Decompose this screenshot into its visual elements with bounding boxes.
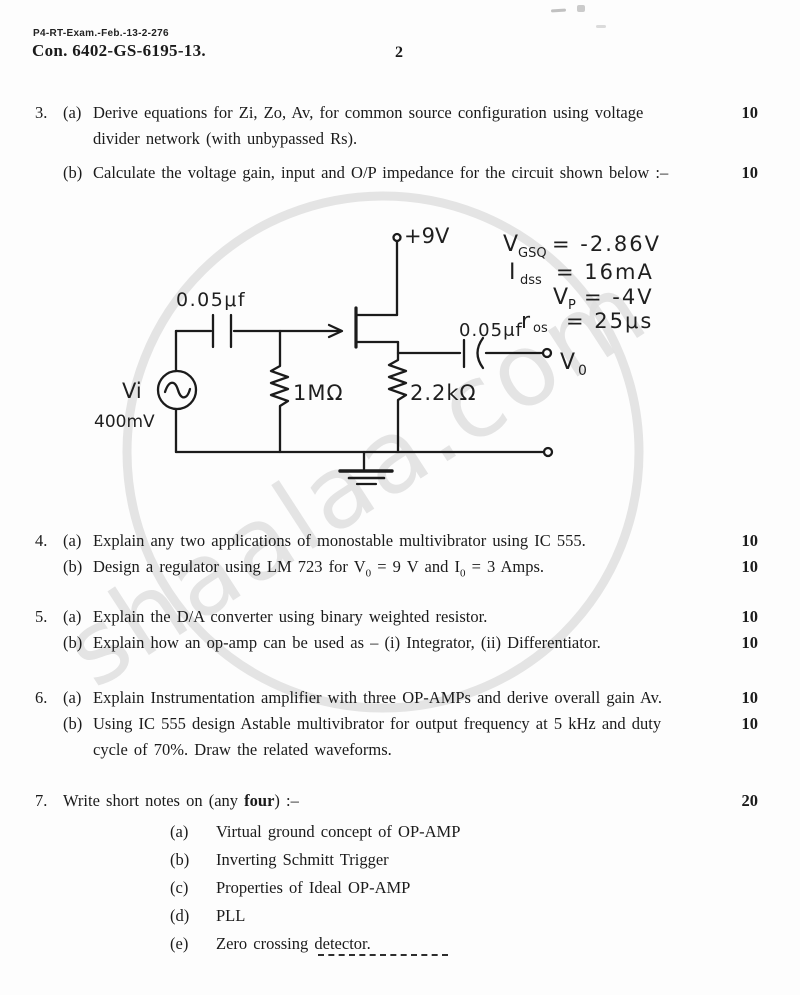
part-label: (a) xyxy=(63,688,82,707)
question-4a: 4. (a) Explain any two applications of m… xyxy=(35,528,758,554)
question-number: 5. xyxy=(35,607,48,626)
question-6b-line2: cycle of 70%. Draw the related waveforms… xyxy=(35,737,758,763)
end-dashes xyxy=(318,954,448,956)
question-number: 6. xyxy=(35,688,48,707)
page-number: 2 xyxy=(395,44,403,61)
scan-artifact xyxy=(577,5,585,12)
item-label: (b) xyxy=(170,850,190,869)
subscript: 0 xyxy=(365,567,372,580)
part-label: (b) xyxy=(63,714,83,733)
question-3a-line1: 3. (a) Derive equations for Zi, Zo, Av, … xyxy=(35,100,758,126)
scan-artifact xyxy=(596,25,606,28)
question-3: 3. (a) Derive equations for Zi, Zo, Av, … xyxy=(35,100,758,186)
text-segment-bold: four xyxy=(244,791,275,810)
item-label: (c) xyxy=(170,878,189,897)
question-5: 5. (a) Explain the D/A converter using b… xyxy=(35,604,758,656)
note-item-a: (a) Virtual ground concept of OP-AMP xyxy=(170,818,758,846)
question-3b: (b) Calculate the voltage gain, input an… xyxy=(35,160,758,186)
marks-value: 10 xyxy=(741,163,759,182)
item-text: Zero crossing detector. xyxy=(216,934,371,953)
question-text: Write short notes on (any four) :– xyxy=(63,788,299,814)
question-text: Derive equations for Zi, Zo, Av, for com… xyxy=(93,103,644,122)
watermark-circle xyxy=(122,191,644,713)
question-number: 7. xyxy=(35,791,48,810)
question-5b: (b) Explain how an op-amp can be used as… xyxy=(35,630,758,656)
part-label: (a) xyxy=(63,531,82,550)
text-segment: = 9 V and I xyxy=(371,557,460,576)
note-item-c: (c) Properties of Ideal OP-AMP xyxy=(170,874,758,902)
question-6a: 6. (a) Explain Instrumentation amplifier… xyxy=(35,685,758,711)
item-text: Virtual ground concept of OP-AMP xyxy=(216,822,461,841)
question-text: Explain how an op-amp can be used as – (… xyxy=(93,633,601,652)
question-text: Calculate the voltage gain, input and O/… xyxy=(93,163,669,182)
question-7: 7. Write short notes on (any four) :– 20… xyxy=(35,788,758,958)
part-label: (a) xyxy=(63,607,82,626)
question-text: Design a regulator using LM 723 for V0 =… xyxy=(93,554,544,586)
part-label: (b) xyxy=(63,557,83,576)
question-6: 6. (a) Explain Instrumentation amplifier… xyxy=(35,685,758,763)
question-4: 4. (a) Explain any two applications of m… xyxy=(35,528,758,586)
item-text: Properties of Ideal OP-AMP xyxy=(216,878,411,897)
item-label: (e) xyxy=(170,934,189,953)
marks-value: 10 xyxy=(741,688,759,707)
item-label: (a) xyxy=(170,822,189,841)
question-text: Explain Instrumentation amplifier with t… xyxy=(93,688,662,707)
question-4b: (b) Design a regulator using LM 723 for … xyxy=(35,554,758,586)
question-text: Explain any two applications of monostab… xyxy=(93,531,586,550)
question-text: Using IC 555 design Astable multivibrato… xyxy=(93,714,662,733)
text-segment: Write short notes on (any xyxy=(63,791,245,810)
text-segment: = 3 Amps. xyxy=(465,557,545,576)
text-segment: ) :– xyxy=(274,791,299,810)
exam-code: P4-RT-Exam.-Feb.-13-2-276 xyxy=(33,28,169,39)
marks-value: 20 xyxy=(741,791,759,810)
note-item-e: (e) Zero crossing detector. xyxy=(170,930,758,958)
question-text: cycle of 70%. Draw the related waveforms… xyxy=(93,740,392,759)
marks-value: 10 xyxy=(741,557,759,576)
subscript: 0 xyxy=(459,567,466,580)
con-number: Con. 6402-GS-6195-13. xyxy=(32,41,206,60)
question-5a: 5. (a) Explain the D/A converter using b… xyxy=(35,604,758,630)
marks-value: 10 xyxy=(741,607,759,626)
marks-value: 10 xyxy=(741,531,759,550)
item-text: PLL xyxy=(216,906,246,925)
part-label: (a) xyxy=(63,103,82,122)
question-text: Explain the D/A converter using binary w… xyxy=(93,607,488,626)
question-number: 3. xyxy=(35,103,48,122)
note-item-d: (d) PLL xyxy=(170,902,758,930)
question-6b-line1: (b) Using IC 555 design Astable multivib… xyxy=(35,711,758,737)
question-number: 4. xyxy=(35,531,48,550)
marks-value: 10 xyxy=(741,633,759,652)
part-label: (b) xyxy=(63,633,83,652)
part-label: (b) xyxy=(63,163,83,182)
marks-value: 10 xyxy=(741,103,759,122)
question-text: divider network (with unbypassed Rs). xyxy=(93,129,358,148)
question-3a-line2: divider network (with unbypassed Rs). xyxy=(35,126,758,152)
note-item-b: (b) Inverting Schmitt Trigger xyxy=(170,846,758,874)
text-segment: Design a regulator using LM 723 for V xyxy=(93,557,366,576)
item-label: (d) xyxy=(170,906,190,925)
question-7-head: 7. Write short notes on (any four) :– 20 xyxy=(35,788,758,814)
marks-value: 10 xyxy=(741,714,759,733)
item-text: Inverting Schmitt Trigger xyxy=(216,850,389,869)
